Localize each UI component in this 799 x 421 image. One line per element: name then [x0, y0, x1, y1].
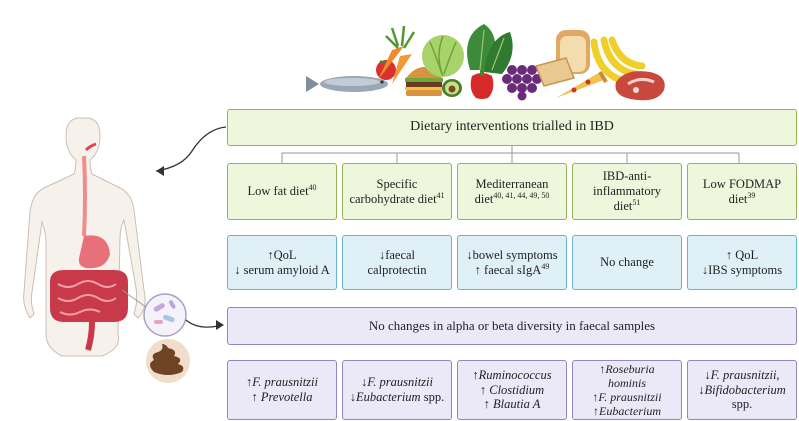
microbiome-magnifier	[121, 289, 187, 337]
diet-box-ibd-aid: IBD-anti- inflammatory diet51	[572, 163, 682, 220]
outcome-line1: No change	[600, 255, 654, 270]
taxon-line: ↑ Blautia A	[483, 397, 541, 412]
outcome-box-mediterranean: ↓bowel symptoms ↑ faecal sIgA49	[457, 235, 567, 290]
outcome-line2: ↓ serum amyloid A	[234, 262, 330, 277]
taxon-line: ↑ Prevotella	[251, 390, 313, 404]
outcome-box-scd: ↓faecal calprotectin	[342, 235, 452, 290]
outcome-line2: calprotectin	[367, 262, 427, 277]
diversity-box: No changes in alpha or beta diversity in…	[227, 307, 797, 345]
taxon-name: Eubacterium	[356, 390, 421, 404]
diet-label-line2: inflammatory	[592, 184, 662, 199]
steak-icon	[615, 71, 665, 101]
outcome-line2: ↑ faecal sIgA49	[474, 261, 550, 277]
greens-icon	[467, 24, 513, 74]
title-text: Dietary interventions trialled in IBD	[410, 119, 614, 135]
taxon-name: Clostidium	[489, 382, 545, 397]
diet-label-line2: diet39	[728, 190, 756, 206]
diet-box-mediterranean: Mediterranean diet40, 41, 44, 49, 50	[457, 163, 567, 220]
microbiota-box-scd: ↓F. prausnitzii↓Eubacterium spp.	[342, 360, 452, 420]
taxon-line: hominis	[608, 376, 646, 390]
banana-icon	[590, 36, 646, 86]
diet-label-line1: Specific	[376, 176, 418, 191]
taxon-line: ↓F. prausnitzii	[360, 375, 433, 390]
title-box: Dietary interventions trialled in IBD	[227, 109, 797, 146]
diet-label-line2: carbohydrate diet41	[349, 190, 445, 206]
diet-label: Low fat diet40	[247, 182, 317, 199]
pepper-icon	[470, 70, 494, 99]
diet-box-scd: Specific carbohydrate diet41	[342, 163, 452, 220]
taxon-name: Bifidobacterium	[704, 382, 786, 397]
diet-label-line2: diet40, 41, 44, 49, 50	[474, 190, 550, 206]
taxon-line: ↑Ruminococcus	[472, 367, 552, 382]
diet-label-line1: Mediterranean	[475, 176, 549, 191]
diet-box-low-fodmap: Low FODMAP diet39	[687, 163, 797, 220]
taxon-name: F. prausnitzii,	[710, 367, 780, 382]
faecal-sample-icon	[146, 339, 190, 383]
diet-box-low-fat: Low fat diet40	[227, 163, 337, 220]
food-illustration	[306, 24, 665, 101]
outcome-line1: ↑QoL	[267, 247, 297, 262]
outcome-box-low-fodmap: ↑ QoL ↓IBS symptoms	[687, 235, 797, 290]
microbiota-box-mediterranean: ↑Ruminococcus↑ Clostidium↑ Blautia A	[457, 360, 567, 420]
taxon-name: Roseburia	[605, 361, 655, 376]
taxon-line: ↓Bifidobacterium	[698, 382, 786, 397]
taxon-line: ↓F. prausnitzii,	[704, 367, 780, 382]
outcome-line1: ↓faecal	[378, 247, 416, 262]
taxon-line: spp.	[731, 397, 753, 412]
arrows	[155, 126, 227, 330]
bread-icon	[534, 30, 590, 87]
outcome-line1: ↓bowel symptoms	[466, 247, 558, 262]
taxon-name: Ruminococcus	[478, 367, 552, 382]
outcome-line1: ↑ QoL	[725, 247, 759, 262]
fish-icon	[306, 76, 388, 92]
cabbage-icon	[422, 35, 464, 77]
outcome-box-ibd-aid: No change	[572, 235, 682, 290]
carrot-icon	[378, 25, 416, 84]
taxon-name: Prevotella	[260, 390, 313, 404]
taxon-line: ↓Eubacterium spp.	[349, 390, 445, 404]
outcome-line2: ↓IBS symptoms	[701, 262, 783, 277]
taxon-line: ↑Roseburia	[599, 361, 655, 376]
diet-label-line1: IBD-anti-	[602, 169, 652, 184]
taxon-name: Blautia A	[493, 397, 541, 412]
taxon-name: hominis	[607, 375, 646, 390]
pizza-icon	[556, 70, 608, 98]
taxon-name: F. prausnitzii	[367, 375, 433, 390]
outcome-box-low-fat: ↑QoL ↓ serum amyloid A	[227, 235, 337, 290]
taxon-line: ↑Eubacterium	[593, 404, 661, 419]
taxon-line: ↑F. prausnitzii	[592, 390, 662, 404]
diet-label-line1: Low FODMAP	[702, 176, 782, 191]
diet-label-line3: diet51	[613, 197, 641, 213]
tree-connectors	[281, 146, 740, 163]
taxon-name: Eubacterium	[599, 404, 661, 419]
taxon-name: F. prausnitzii	[598, 390, 662, 404]
diversity-text: No changes in alpha or beta diversity in…	[368, 318, 656, 334]
human-body-illustration	[23, 117, 146, 357]
microbiota-box-low-fat: ↑F. prausnitzii↑ Prevotella	[227, 360, 337, 420]
taxon-name: F. prausnitzii	[252, 375, 318, 390]
burger-icon	[405, 67, 443, 96]
tomato-icon	[376, 60, 396, 80]
avocado-icon	[442, 79, 462, 97]
grapes-icon	[502, 65, 542, 101]
taxon-line: ↑F. prausnitzii	[245, 375, 318, 390]
taxon-line: ↑ Clostidium	[479, 382, 545, 397]
